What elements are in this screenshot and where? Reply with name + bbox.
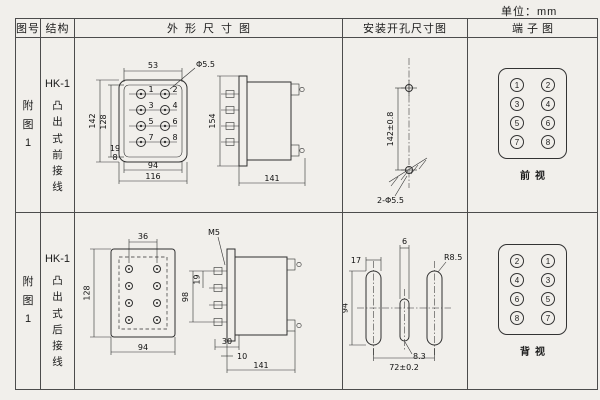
terminal-number: 1 xyxy=(149,85,154,94)
col-header-outline: 外形尺寸图 xyxy=(74,18,343,38)
dim-install-height: 142±0.8 xyxy=(386,112,395,147)
terminal-circle: 5 xyxy=(510,116,524,130)
outline-cell: 36 128 94 M5 xyxy=(74,212,343,390)
terminal-circle: 8 xyxy=(510,311,524,325)
model-label: HK-1 xyxy=(44,253,71,265)
terminal-circle: 3 xyxy=(510,97,524,111)
outline-cell: 1 2 3 4 5 6 7 8 53 xyxy=(74,37,343,213)
terminal-circle: 3 xyxy=(541,273,555,287)
dim-install-height: 94 xyxy=(343,303,350,313)
row-front-wiring: 附图1 HK-1 凸出式前接线 xyxy=(15,37,598,213)
col-header-terminal: 端子图 xyxy=(467,18,598,38)
dim-10: 10 xyxy=(237,352,247,361)
terminal-circle: 2 xyxy=(541,78,555,92)
unit-label: 单位：mm xyxy=(501,6,558,18)
row-rear-wiring: 附图1 HK-1 凸出式后接线 xyxy=(15,212,598,390)
relay-side-view: M5 xyxy=(208,228,302,342)
relay-front-view: 1 2 3 4 5 6 7 8 xyxy=(118,79,188,163)
dim-top-width: 36 xyxy=(138,232,148,241)
terminal-circle: 5 xyxy=(541,292,555,306)
outline-drawing-front-wiring: 1 2 3 4 5 6 7 8 53 xyxy=(88,60,306,186)
terminal-circle: 4 xyxy=(510,273,524,287)
install-holes-label: 2-Φ5.5 xyxy=(377,196,404,205)
dim-pitch: 19 xyxy=(193,274,202,284)
install-drawing-rear-wiring: 17 6 R8.5 94 8.3 xyxy=(343,237,462,372)
terminal-circle: 1 xyxy=(510,78,524,92)
dim-outer-width: 116 xyxy=(145,172,160,181)
install-drawing-front-wiring: 142±0.8 2-Φ5.5 xyxy=(377,58,428,205)
figure-number: 附图1 xyxy=(22,99,34,150)
install-cell: 17 6 R8.5 94 8.3 xyxy=(342,212,468,390)
side-view-dimensions: 98 19 30 10 141 xyxy=(181,270,296,373)
dim-outer-height: 142 xyxy=(88,113,97,128)
header-row: 图号 结构 外形尺寸图 安装开孔尺寸图 端子图 xyxy=(15,18,598,38)
terminal-cell: 1 2 3 4 5 6 7 8 前视 xyxy=(467,37,598,213)
terminal-number: 4 xyxy=(173,101,178,110)
front-view-dimensions: 53 Φ5.5 142 128 19 8 xyxy=(88,60,215,184)
terminal-number: 5 xyxy=(149,117,154,126)
dim-inner-width: 94 xyxy=(148,161,158,170)
dim-width: 94 xyxy=(138,343,148,352)
terminal-cell: 2 1 4 3 6 5 8 7 背视 xyxy=(467,212,598,390)
terminal-diagram-front: 1 2 3 4 5 6 7 8 前视 xyxy=(468,68,597,182)
centerlines xyxy=(357,261,451,355)
structure-description: 凸出式前接线 xyxy=(52,100,63,194)
terminal-circle: 6 xyxy=(541,116,555,130)
install-dimensions: 17 6 R8.5 94 8.3 xyxy=(343,237,462,372)
terminal-circle: 7 xyxy=(510,135,524,149)
dim-stud-span: 98 xyxy=(181,292,190,302)
terminal-panel: 1 2 3 4 5 6 7 8 xyxy=(498,68,567,159)
view-label: 前视 xyxy=(520,171,550,182)
datum-symbol xyxy=(388,157,428,187)
fig-no-cell: 附图1 xyxy=(15,37,41,213)
terminal-number: 2 xyxy=(173,85,178,94)
col-header-structure: 结构 xyxy=(40,18,75,38)
structure-cell: HK-1 凸出式前接线 xyxy=(40,37,75,213)
dim-side-depth: 141 xyxy=(253,361,268,370)
terminal-number: 3 xyxy=(149,101,154,110)
terminal-number: 8 xyxy=(173,133,178,142)
dim-height: 128 xyxy=(83,285,92,300)
dim-inner-height: 128 xyxy=(99,114,108,129)
spec-table: 图号 结构 外形尺寸图 安装开孔尺寸图 端子图 附图1 HK-1 凸出式前接线 xyxy=(15,18,598,390)
col-header-install: 安装开孔尺寸图 xyxy=(342,18,468,38)
structure-cell: HK-1 凸出式后接线 xyxy=(40,212,75,390)
dim-slot-gap: 6 xyxy=(402,237,407,246)
outline-drawing-rear-wiring: 36 128 94 M5 xyxy=(83,228,302,373)
view-label: 背视 xyxy=(520,347,550,358)
relay-side-view xyxy=(221,75,305,167)
install-dimensions: 142±0.8 xyxy=(386,87,405,171)
terminal-panel: 2 1 4 3 6 5 8 7 xyxy=(498,244,567,335)
dim-install-width: 72±0.2 xyxy=(389,363,419,372)
rear-view-dimensions: 36 128 94 xyxy=(83,232,176,355)
dim-side-depth: 141 xyxy=(264,174,279,183)
terminal-circle: 4 xyxy=(541,97,555,111)
structure-description: 凸出式后接线 xyxy=(52,275,63,369)
terminal-circle: 6 xyxy=(510,292,524,306)
dim-8-3: 8.3 xyxy=(413,352,426,361)
dim-slot-radius: R8.5 xyxy=(444,253,462,262)
install-cell: 142±0.8 2-Φ5.5 xyxy=(342,37,468,213)
terminal-circle: 2 xyxy=(510,254,524,268)
terminal-diagram-rear: 2 1 4 3 6 5 8 7 背视 xyxy=(468,244,597,358)
dim-side-height: 154 xyxy=(208,113,217,128)
dim-slot-width: 17 xyxy=(351,256,361,265)
terminal-circle: 7 xyxy=(541,311,555,325)
dim-thread: M5 xyxy=(208,228,220,237)
terminal-circle: 1 xyxy=(541,254,555,268)
dim-hole-dia: Φ5.5 xyxy=(196,60,215,69)
dim-8: 8 xyxy=(112,153,117,162)
relay-rear-view xyxy=(110,248,176,338)
model-label: HK-1 xyxy=(44,78,71,90)
terminal-number: 7 xyxy=(149,133,154,142)
col-header-fig-no: 图号 xyxy=(15,18,41,38)
terminal-number: 6 xyxy=(173,117,178,126)
side-view-dimensions: 154 141 xyxy=(208,75,306,186)
terminal-circle: 8 xyxy=(541,135,555,149)
fig-no-cell: 附图1 xyxy=(15,212,41,390)
figure-number: 附图1 xyxy=(22,275,34,326)
dim-19: 19 xyxy=(110,144,120,153)
dim-top-width: 53 xyxy=(148,61,158,70)
